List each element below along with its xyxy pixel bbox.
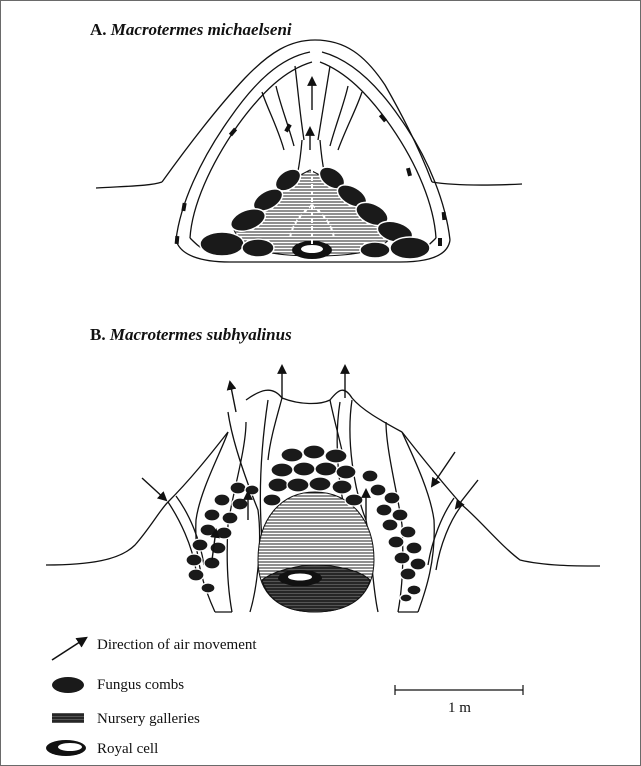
- panel-b-outer-shell-right: [402, 432, 462, 505]
- panel-b-top-profile: [246, 390, 402, 432]
- fungus-comb: [186, 554, 202, 566]
- fungus-comb: [242, 239, 274, 257]
- fungus-comb: [400, 526, 416, 538]
- fungus-comb: [200, 524, 216, 536]
- air-arrow: [230, 382, 236, 412]
- legend-nursery-galleries-icon: [52, 713, 84, 723]
- legend-royal-cell-label: Royal cell: [97, 741, 158, 758]
- panel-b-ground-right: [462, 505, 600, 566]
- scale-bar: [395, 685, 523, 695]
- air-arrow: [432, 452, 455, 486]
- fungus-comb: [406, 542, 422, 554]
- fungus-comb: [271, 463, 293, 477]
- fungus-comb: [384, 492, 400, 504]
- fungus-comb: [287, 478, 309, 492]
- panel-b-right-vent-outer: [402, 432, 434, 612]
- fungus-comb: [245, 485, 259, 495]
- fungus-comb: [188, 569, 204, 581]
- fungus-comb: [370, 484, 386, 496]
- scale-bar-label: 1 m: [448, 700, 471, 717]
- fungus-comb: [232, 498, 248, 510]
- fungus-comb: [336, 465, 356, 479]
- fungus-comb: [394, 552, 410, 564]
- panel-a-ground-right: [432, 182, 522, 185]
- legend-air-arrow-icon: [52, 638, 86, 660]
- legend-fungus-comb-icon: [52, 677, 84, 693]
- fungus-comb: [263, 494, 281, 506]
- fungus-comb: [400, 594, 412, 602]
- fungus-comb: [268, 478, 288, 492]
- fungus-comb: [293, 462, 315, 476]
- panel-a-outer-wall: [162, 40, 432, 182]
- fungus-comb: [382, 519, 398, 531]
- fungus-comb: [376, 504, 392, 516]
- legend: [46, 638, 86, 756]
- panel-b-outer-shell-left: [168, 432, 228, 502]
- panel-b-ground-left: [46, 502, 168, 565]
- legend-nursery-galleries-label: Nursery galleries: [97, 711, 200, 728]
- panel-a-ground: [96, 182, 162, 188]
- fungus-comb: [303, 445, 325, 459]
- fungus-comb: [315, 462, 337, 476]
- fungus-comb: [204, 509, 220, 521]
- fungus-comb: [214, 494, 230, 506]
- fungus-comb: [360, 242, 390, 258]
- fungus-comb: [200, 232, 244, 256]
- fungus-comb: [362, 470, 378, 482]
- fungus-comb: [410, 558, 426, 570]
- fungus-comb: [407, 585, 421, 595]
- fungus-comb: [222, 512, 238, 524]
- panel-a-air-arrows: [310, 78, 312, 150]
- air-arrow: [142, 478, 166, 500]
- fungus-comb: [325, 449, 347, 463]
- fungus-comb: [192, 539, 208, 551]
- fungus-comb: [216, 527, 232, 539]
- air-arrow: [456, 480, 478, 508]
- legend-fungus-combs-label: Fungus combs: [97, 677, 184, 694]
- panel-b-royal-cell: [278, 570, 322, 586]
- fungus-comb: [332, 480, 352, 494]
- fungus-comb: [309, 477, 331, 491]
- legend-royal-cell-icon: [46, 740, 86, 756]
- legend-air-movement-label: Direction of air movement: [97, 637, 257, 654]
- fungus-comb: [392, 509, 408, 521]
- fungus-comb: [230, 482, 246, 494]
- fungus-comb: [281, 448, 303, 462]
- fungus-comb: [345, 494, 363, 506]
- panel-b-lower-nursery: [262, 565, 370, 612]
- fungus-comb: [388, 536, 404, 548]
- fungus-comb: [201, 583, 215, 593]
- fungus-comb: [390, 237, 430, 259]
- fungus-comb: [400, 568, 416, 580]
